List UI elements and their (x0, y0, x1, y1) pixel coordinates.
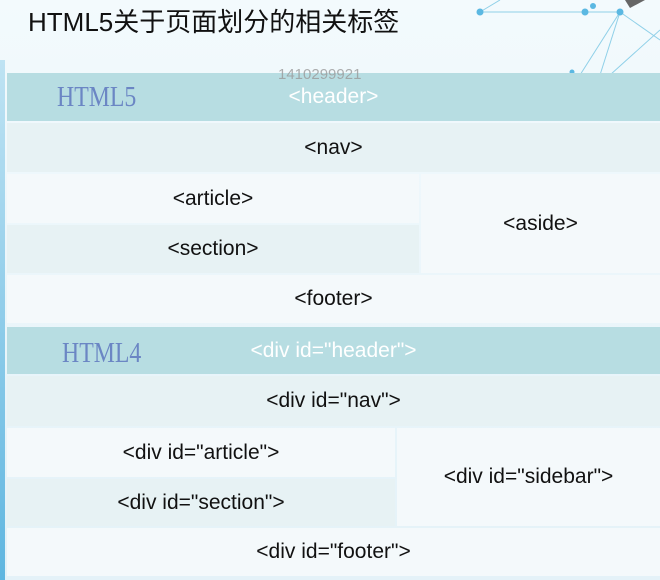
html5-footer-block: <footer> (7, 275, 660, 323)
html5-article-block: <article> (7, 174, 419, 223)
slide-edge-decoration (0, 60, 5, 580)
html5-header-block: <header> (7, 73, 660, 121)
html4-header-block: <div id="header"> (7, 327, 660, 374)
network-decoration-icon (476, 0, 660, 75)
html5-nav-block: <nav> (7, 123, 660, 172)
html5-section-block: <section> (7, 225, 419, 273)
html4-label: HTML4 (62, 338, 142, 369)
slide-title: HTML5关于页面划分的相关标签 (28, 7, 400, 37)
html5-article-label: <article> (172, 186, 254, 210)
html4-section-block: <div id="section"> (7, 479, 395, 526)
html5-aside-block: <aside> (421, 174, 660, 273)
html5-label: HTML5 (57, 82, 137, 113)
html5-section-label: <section> (167, 237, 259, 260)
html4-nav-block: <div id="nav"> (7, 376, 660, 426)
html4-sidebar-block: <div id="sidebar"> (397, 428, 660, 526)
watermark: 1410299921 (278, 66, 362, 83)
html4-article-block: <div id="article"> (7, 428, 395, 477)
html4-footer-block: <div id="footer"> (7, 528, 660, 576)
